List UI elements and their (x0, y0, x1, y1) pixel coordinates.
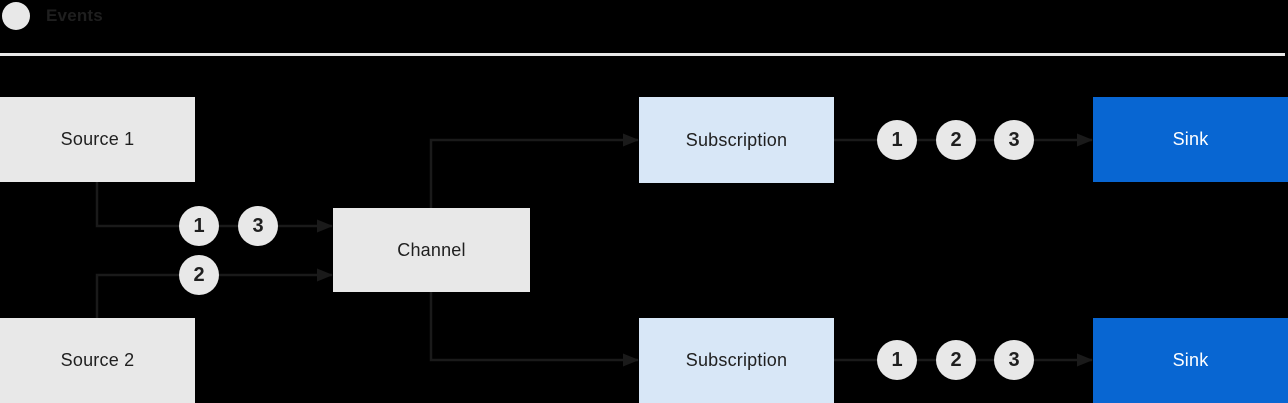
node-source-2: Source 2 (0, 318, 195, 403)
separator-line (0, 53, 1285, 56)
event-badge-sink1-3: 3 (994, 120, 1034, 160)
legend: Events (2, 2, 103, 30)
event-badge-sink1-2: 2 (936, 120, 976, 160)
node-subscription-1: Subscription (639, 97, 834, 183)
arrow-source2-to-channel (95, 268, 333, 318)
event-badge-sink1-1: 1 (877, 120, 917, 160)
node-sink-1: Sink (1093, 97, 1288, 182)
node-channel: Channel (333, 208, 530, 292)
legend-label: Events (46, 6, 103, 25)
event-badge-source1-3: 3 (238, 206, 278, 246)
event-badge-sink2-3: 3 (994, 340, 1034, 380)
event-badge-source1-1: 1 (179, 206, 219, 246)
arrow-channel-to-subscription1 (429, 133, 639, 208)
arrow-channel-to-subscription2 (429, 292, 639, 367)
node-subscription-2: Subscription (639, 318, 834, 403)
event-badge-sink2-1: 1 (877, 340, 917, 380)
event-badge-source2-2: 2 (179, 255, 219, 295)
event-legend-icon (2, 2, 30, 30)
node-sink-2: Sink (1093, 318, 1288, 403)
node-source-1: Source 1 (0, 97, 195, 182)
event-badge-sink2-2: 2 (936, 340, 976, 380)
